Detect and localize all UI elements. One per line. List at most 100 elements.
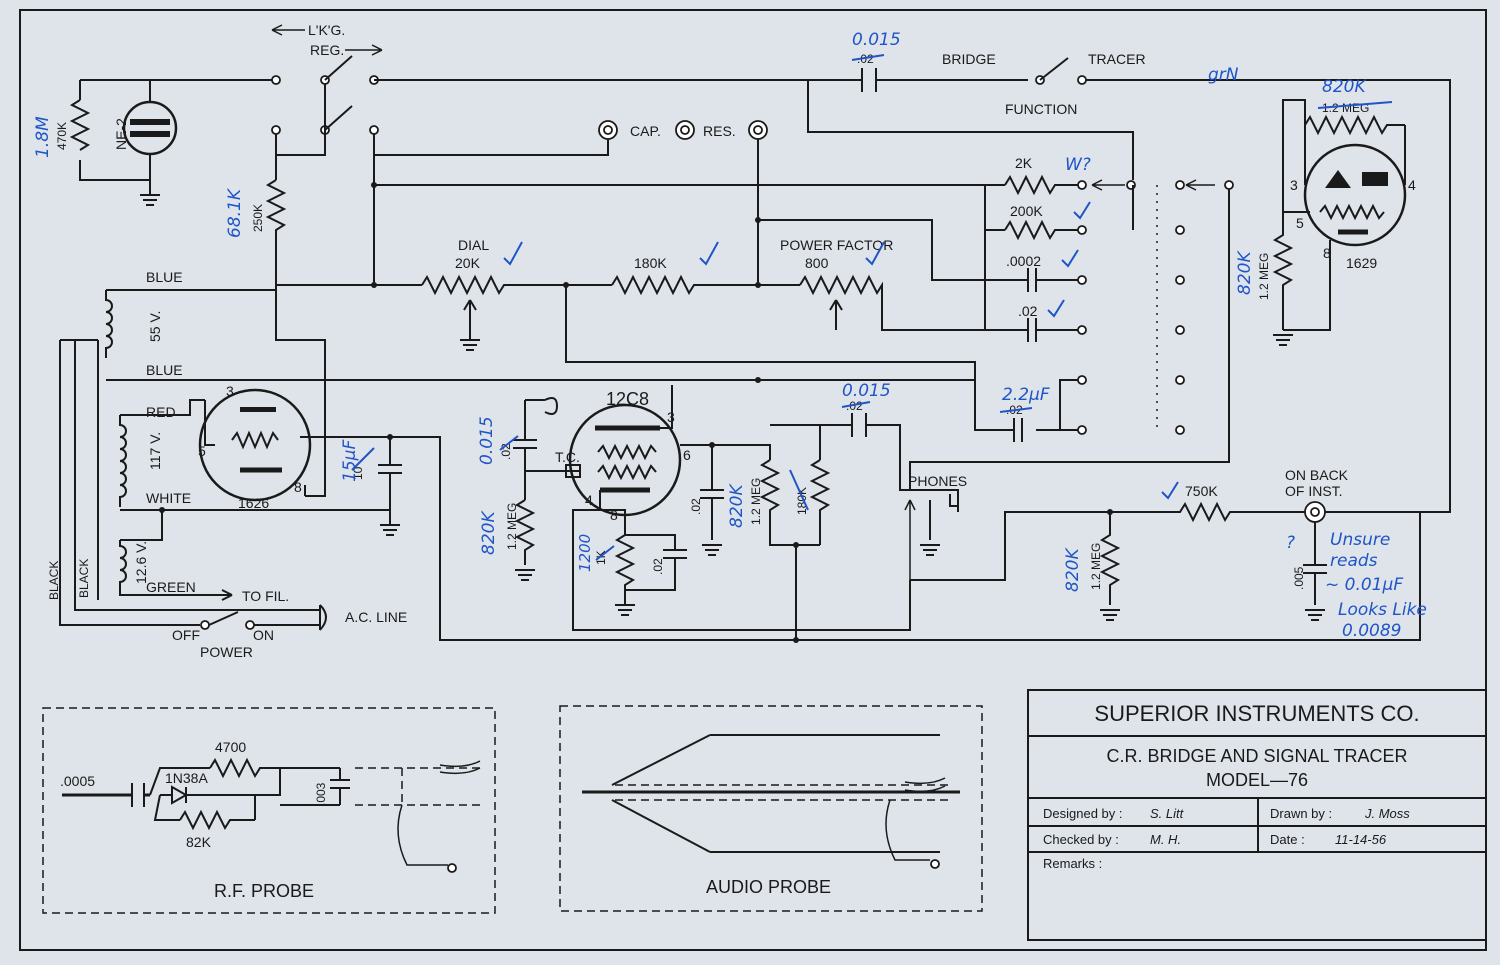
capacitor-cathode (625, 534, 687, 591)
white-wire: WHITE (146, 490, 191, 506)
tube-12c8-label: 12C8 (606, 389, 649, 409)
audio-probe-box (559, 705, 983, 912)
red-wire: RED (146, 404, 176, 420)
r180k-label: 180K (634, 255, 667, 271)
checked-by-label: Checked by : (1043, 832, 1119, 847)
black-wire-1: BLACK (47, 561, 61, 600)
annotation-15uf: 15µF (340, 440, 360, 482)
title-block (1027, 689, 1487, 941)
annotation-reads: reads (1330, 551, 1378, 571)
rf-c003-label: .003 (314, 782, 328, 806)
r-plate-180k-label: 180K (795, 487, 809, 515)
pf-value: 800 (805, 255, 829, 271)
annotation-0-015-top: 0.015 (852, 30, 901, 50)
resistor-plate-1629 (1282, 99, 1406, 213)
drawing-title: C.R. BRIDGE AND SIGNAL TRACER (1106, 746, 1407, 766)
tube-1629-label: 1629 (1346, 255, 1377, 271)
c02a-label: .02 (1018, 303, 1038, 319)
annotation-0-015-out: 0.015 (842, 381, 891, 401)
annotation-820k-grid: 820K (1235, 250, 1255, 295)
resistor-plate-load (759, 459, 820, 546)
tube-1629-pin4: 4 (1408, 177, 1416, 193)
rf-diode-1n38a (160, 785, 189, 805)
rf-diode-label: 1N38A (165, 770, 208, 786)
capacitor-filter (378, 464, 402, 474)
annotation-820k-top: 820K (1322, 77, 1367, 97)
annotation-820k-out: 820K (1063, 547, 1083, 592)
annotation-1200: 1200 (576, 534, 594, 572)
resistor-plate-180k (770, 424, 831, 545)
rf-capacitor-003 (280, 767, 350, 806)
capacitor-0002 (1027, 268, 1037, 292)
winding-12-6v-label: 12.6 V. (133, 541, 149, 584)
r-neon-label: 470K (55, 122, 69, 150)
tube-12c8-pin8: 8 (610, 507, 618, 523)
rf-r4700-label: 4700 (215, 739, 246, 755)
annotation-68-1k: 68.1K (225, 187, 245, 238)
ne2-label: NE-2 (113, 118, 129, 150)
annotation-2-2uf: 2.2µF (1002, 385, 1050, 405)
r200k-label: 200K (1010, 203, 1043, 219)
capacitor-output (851, 413, 867, 437)
r750k-label: 750K (1185, 483, 1218, 499)
off-label: OFF (172, 627, 200, 643)
resistor-grid-12c8 (514, 499, 536, 565)
tc-label: T.C. (555, 449, 580, 465)
rf-probe-box (42, 707, 496, 914)
resistor-power-factor (799, 274, 1028, 331)
transformer-55v-winding (105, 289, 150, 358)
designed-by-label: Designed by : (1043, 806, 1123, 821)
annotation-w: W? (1065, 155, 1091, 175)
ac-line-plug (319, 604, 327, 631)
bridge-label: BRIDGE (942, 51, 996, 67)
resistor-250k (265, 179, 326, 497)
tube-12c8-pin4: 4 (585, 492, 593, 508)
annotation-1-8m: 1.8M (33, 116, 53, 158)
model-number: MODEL—76 (1206, 770, 1308, 790)
annotation-0-015-in: 0.015 (477, 416, 497, 465)
lkg-reg-switch (324, 55, 353, 131)
annotation-0-01uf: ~ 0.01µF (1325, 575, 1403, 595)
power-label: POWER (200, 644, 253, 660)
tube-1626-label: 1626 (238, 495, 269, 511)
dial-value: 20K (455, 255, 481, 271)
annotation-looks-like: Looks Like (1338, 600, 1427, 620)
black-wire-2: BLACK (77, 559, 91, 598)
resistor-200k (1004, 219, 1078, 241)
resistor-750k (1110, 501, 1305, 523)
resistor-output (1099, 512, 1121, 605)
r-250k-label: 250K (251, 204, 265, 232)
rf-r82k-label: 82K (186, 834, 212, 850)
audio-probe-title: AUDIO PROBE (706, 877, 831, 897)
capacitor-02a (1027, 318, 1037, 342)
tube-1629-pin5: 5 (1296, 215, 1304, 231)
capacitor-005 (1303, 522, 1327, 605)
cap-jack-label: CAP. (630, 123, 661, 139)
annotation-820k-plate: 820K (727, 483, 747, 528)
c-filter-label: 10 (351, 466, 365, 480)
r2k-label: 2K (1015, 155, 1033, 171)
tube-1629 (1303, 143, 1407, 247)
phones-jack (920, 489, 959, 512)
c-cath-label: .02 (651, 558, 665, 575)
tube-1629-pin3: 3 (1290, 177, 1298, 193)
r-out-meg-label: 1.2 MEG (1089, 543, 1103, 590)
resistor-2k (1004, 174, 1078, 196)
rf-resistor-4700 (209, 757, 280, 779)
company-name: SUPERIOR INSTRUMENTS CO. (1094, 701, 1419, 726)
tube-12c8-pin6: 6 (683, 447, 691, 463)
on-label: ON (253, 627, 274, 643)
res-jack-label: RES. (703, 123, 736, 139)
resistor-dial-20k (421, 274, 612, 296)
phones-label: PHONES (908, 473, 967, 489)
r-plate-meg-label: 1.2 MEG (749, 478, 763, 525)
pf-label: POWER FACTOR (780, 237, 893, 253)
date-value: 11-14-56 (1335, 832, 1387, 847)
tube-1626-pin3: 3 (226, 383, 234, 399)
ac-line-label: A.C. LINE (345, 609, 407, 625)
capacitor-plate-bypass (700, 489, 724, 499)
ne2-neon-lamp (122, 100, 178, 156)
annotation-0-0089: 0.0089 (1342, 621, 1401, 641)
lkg-label: L'K'G. (308, 22, 345, 38)
